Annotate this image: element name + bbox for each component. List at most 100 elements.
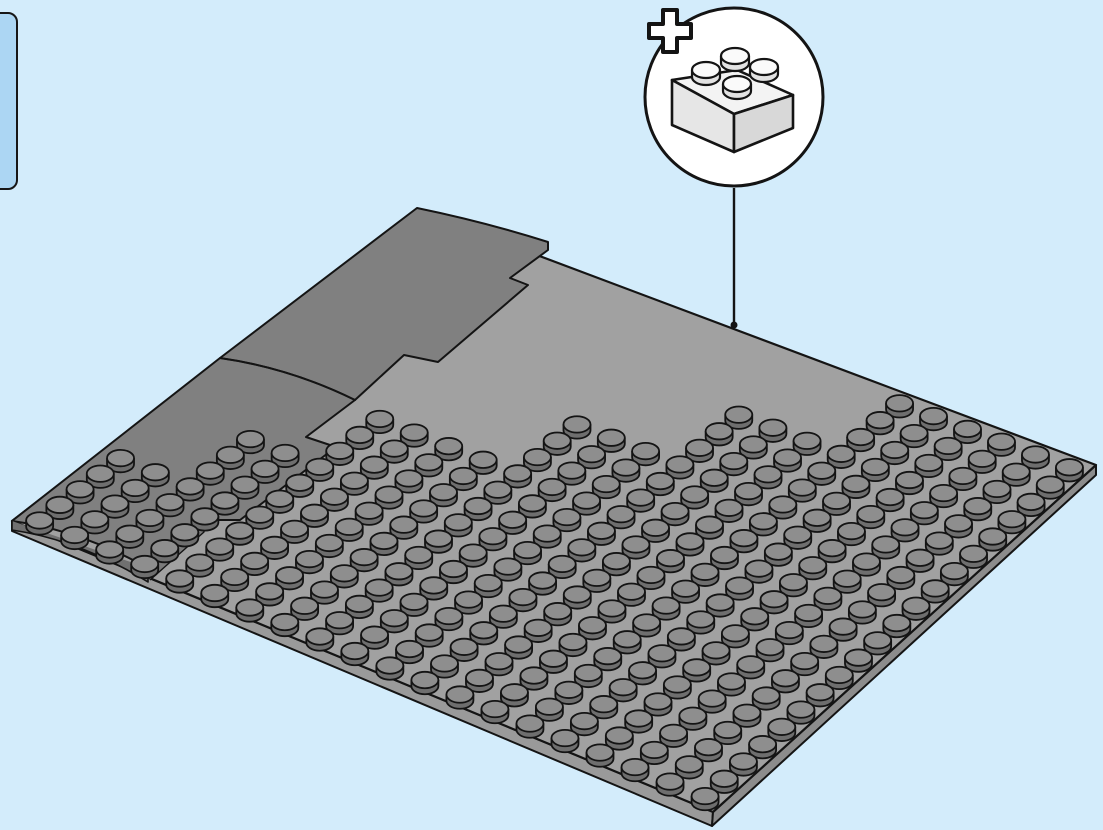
stud-top [116,526,143,542]
stud-top [563,416,590,432]
stud [622,759,649,781]
stud-top [657,550,684,566]
stud-top [718,673,745,689]
stud-top [486,653,513,669]
stud-top [941,563,968,579]
stud-top [396,641,423,657]
stud-top [346,427,373,443]
stud-top [226,522,253,538]
stud-top [594,648,621,664]
stud-top [745,560,772,576]
stud-top [499,512,526,528]
stud [376,657,403,679]
stud [61,527,88,549]
stud-top [679,707,706,723]
brick-stud-top [723,76,751,92]
stud-top [529,572,556,588]
stud-top [415,454,442,470]
stud-top [768,719,795,735]
stud-top [759,420,786,436]
stud-top [668,628,695,644]
stud-top [847,429,874,445]
stud-top [761,591,788,607]
stud [446,686,473,708]
stud-top [830,618,857,634]
stud-top [755,466,782,482]
stud-top [524,449,551,465]
stud-top [573,492,600,508]
stud-top [450,468,477,484]
stud-top [892,519,919,535]
stud [201,585,228,607]
stud-top [853,553,880,569]
stud-top [301,505,328,521]
stud-top [306,459,333,475]
stud-top [326,612,353,628]
stud-top [231,476,258,492]
stud-top [520,667,547,683]
brick-stud [723,76,751,99]
stud-top [979,528,1006,544]
stud-top [401,424,428,440]
stud-top [420,577,447,593]
stud-top [711,771,738,787]
stud-top [440,561,467,577]
stud-top [475,575,502,591]
stud-top [703,642,730,658]
stud-top [683,659,710,675]
stud-top [544,603,571,619]
stud-top [416,624,443,640]
stud-top [901,425,928,441]
callout-anchor-dot [731,322,738,329]
stud-top [648,645,675,661]
stud-top [326,443,353,459]
stud-top [558,462,585,478]
stud-top [435,608,462,624]
add-brick-callout[interactable] [645,8,823,329]
brick-stud [721,48,749,71]
stud-top [276,567,303,583]
stud-top [401,594,428,610]
stud-top [603,553,630,569]
brick-stud [750,59,778,82]
stud-top [622,759,649,775]
stud-top [381,440,408,456]
stud-top [867,412,894,428]
stud-top [590,696,617,712]
stud-top [321,489,348,505]
stud-top [446,686,473,702]
stud-top [356,502,383,518]
stud-top [479,528,506,544]
stud-top [96,541,123,557]
stud-top [136,510,163,526]
stud-top [598,430,625,446]
stud-top [166,570,193,586]
stud-top [490,605,517,621]
stud-top [514,542,541,558]
stud-top [593,476,620,492]
stud-top [46,497,73,513]
stud-top [672,581,699,597]
stud-top [887,567,914,583]
stud-top [536,698,563,714]
stud-top [549,556,576,572]
stud-top [555,682,582,698]
stud-top [206,538,233,554]
brick-stud [692,62,720,85]
brick-stud-top [750,59,778,75]
stud-top [553,509,580,525]
stud-top [366,411,393,427]
stud-top [385,563,412,579]
stud-top [316,535,343,551]
stud-top [494,558,521,574]
stud-top [666,456,693,472]
stud-top [784,527,811,543]
stud-top [261,537,288,553]
stud-top [657,773,684,789]
stud-top [730,753,757,769]
stud-top [645,693,672,709]
stud-top [341,472,368,488]
stud-top [795,605,822,621]
stud-top [296,551,323,567]
stud-top [1037,476,1064,492]
